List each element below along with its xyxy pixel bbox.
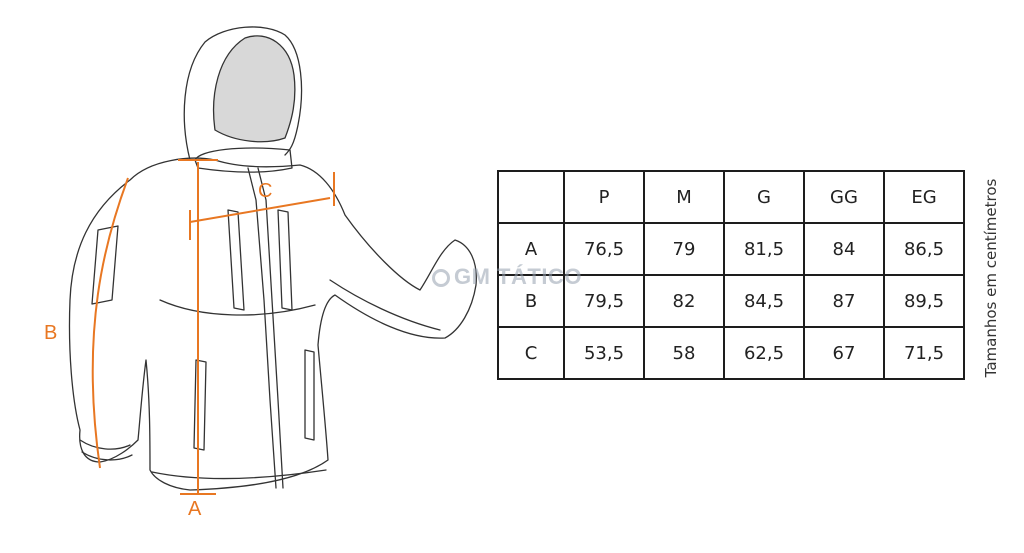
table-cell: 79 (643, 222, 725, 276)
measure-label-a: A (188, 498, 202, 520)
table-cell: 86,5 (883, 222, 965, 276)
header-cell: EG (883, 170, 965, 224)
table-row: B 79,5 82 84,5 87 89,5 (497, 274, 965, 328)
table-row: A 76,5 79 81,5 84 86,5 (497, 222, 965, 276)
row-label: B (497, 274, 565, 328)
measure-label-c: C (258, 180, 273, 202)
table-cell: 81,5 (723, 222, 805, 276)
header-cell: G (723, 170, 805, 224)
table-cell: 67 (803, 326, 885, 380)
row-label: C (497, 326, 565, 380)
header-cell: M (643, 170, 725, 224)
table-header-row: P M G GG EG (497, 170, 965, 224)
measure-label-b: B (44, 322, 58, 344)
size-table: P M G GG EG A 76,5 79 81,5 84 86,5 B 79,… (497, 170, 965, 380)
table-cell: 58 (643, 326, 725, 380)
table-row: C 53,5 58 62,5 67 71,5 (497, 326, 965, 380)
table-cell: 79,5 (563, 274, 645, 328)
table-cell: 76,5 (563, 222, 645, 276)
jacket-illustration (68, 26, 477, 495)
table-cell: 84 (803, 222, 885, 276)
watermark-logo-icon (432, 269, 450, 287)
table-cell: 53,5 (563, 326, 645, 380)
table-cell: 62,5 (723, 326, 805, 380)
table-cell: 82 (643, 274, 725, 328)
header-cell: P (563, 170, 645, 224)
table-cell: 87 (803, 274, 885, 328)
units-note: Tamanhos em centímetros (982, 178, 1000, 378)
row-label: A (497, 222, 565, 276)
table-cell: 89,5 (883, 274, 965, 328)
watermark-text: GM TÁTICO (454, 264, 582, 289)
watermark: GM TÁTICO (432, 264, 582, 290)
table-cell: 71,5 (883, 326, 965, 380)
table-cell: 84,5 (723, 274, 805, 328)
header-cell: GG (803, 170, 885, 224)
table-corner-cell (497, 170, 565, 224)
